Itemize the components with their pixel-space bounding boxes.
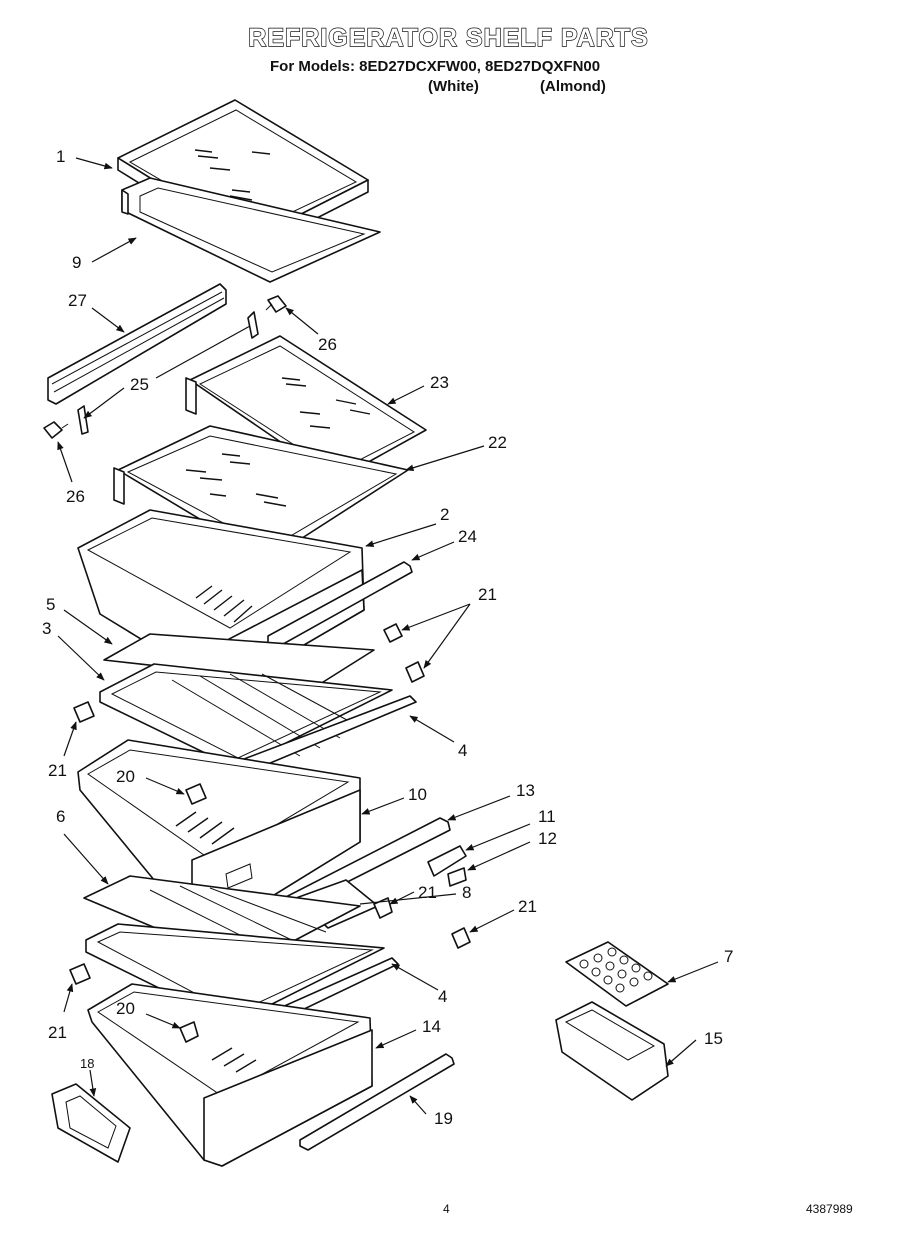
part-21-fastener-c — [73, 701, 95, 723]
variant-almond-label: (Almond) — [540, 78, 606, 95]
callout-26-lower: 26 — [66, 487, 85, 506]
document-number: 4387989 — [806, 1202, 853, 1216]
model-numbers: For Models: 8ED27DCXFW00, 8ED27DQXFN00 — [270, 58, 601, 75]
part-27-trim-strip — [47, 283, 227, 405]
part-11-bracket — [427, 845, 467, 877]
callout-23: 23 — [430, 373, 449, 392]
callout-12: 12 — [538, 829, 557, 848]
callout-13: 13 — [516, 781, 535, 800]
part-26-screw-lower — [43, 421, 69, 439]
callout-14: 14 — [422, 1017, 441, 1036]
callout-4-upper: 4 — [458, 741, 467, 760]
callout-1: 1 — [56, 147, 65, 166]
part-12-clip — [447, 867, 467, 887]
callout-21-b: 21 — [48, 761, 67, 780]
part-20-fastener-a — [185, 783, 207, 805]
callout-18: 18 — [80, 1056, 94, 1071]
callout-21-c: 21 — [418, 883, 437, 902]
callout-20-upper: 20 — [116, 767, 135, 786]
callout-labels: 1 9 27 26 25 23 22 26 2 24 5 3 21 21 4 2… — [42, 147, 733, 1128]
part-19-rail — [299, 1053, 455, 1151]
callout-4-lower: 4 — [438, 987, 447, 1006]
callout-5: 5 — [46, 595, 55, 614]
callout-11: 11 — [538, 807, 556, 826]
callout-3: 3 — [42, 619, 51, 638]
part-14-bottom-drawer — [87, 983, 373, 1167]
callout-21-d: 21 — [518, 897, 537, 916]
callout-9: 9 — [72, 253, 81, 272]
callout-20-lower: 20 — [116, 999, 135, 1018]
page-title: REFRIGERATOR SHELF PARTS — [248, 23, 649, 52]
callout-15: 15 — [704, 1029, 723, 1048]
part-9-shelf-frame — [121, 177, 381, 283]
leader-lines — [57, 157, 719, 1115]
page-number: 4 — [443, 1202, 450, 1216]
callout-19: 19 — [434, 1109, 453, 1128]
callout-22: 22 — [488, 433, 507, 452]
part-26-screw-upper — [265, 295, 287, 313]
callout-25: 25 — [130, 375, 149, 394]
part-21-fastener-a — [383, 623, 403, 643]
callout-21-a: 21 — [478, 585, 497, 604]
part-18-label-card — [51, 1083, 131, 1163]
part-20-fastener-b — [179, 1021, 199, 1043]
callout-10: 10 — [408, 785, 427, 804]
part-21-fastener-b — [405, 661, 425, 683]
part-7-egg-tray — [565, 941, 669, 1007]
part-21-fastener-d — [373, 897, 393, 919]
part-25-clip-upper — [247, 311, 259, 339]
callout-21-e: 21 — [48, 1023, 67, 1042]
callout-8: 8 — [462, 883, 471, 902]
part-25-clip-lower — [77, 405, 89, 435]
callout-26-upper: 26 — [318, 335, 337, 354]
part-4-shelf-lower — [85, 923, 385, 1025]
part-21-fastener-e — [451, 927, 471, 949]
part-21-fastener-f — [69, 963, 91, 985]
callout-27: 27 — [68, 291, 87, 310]
callout-2: 2 — [440, 505, 449, 524]
variant-white-label: (White) — [428, 78, 479, 95]
callout-24: 24 — [458, 527, 477, 546]
part-15-egg-bin — [555, 1001, 669, 1101]
part-3-shelf — [99, 663, 393, 769]
callout-6: 6 — [56, 807, 65, 826]
callout-7: 7 — [724, 947, 733, 966]
